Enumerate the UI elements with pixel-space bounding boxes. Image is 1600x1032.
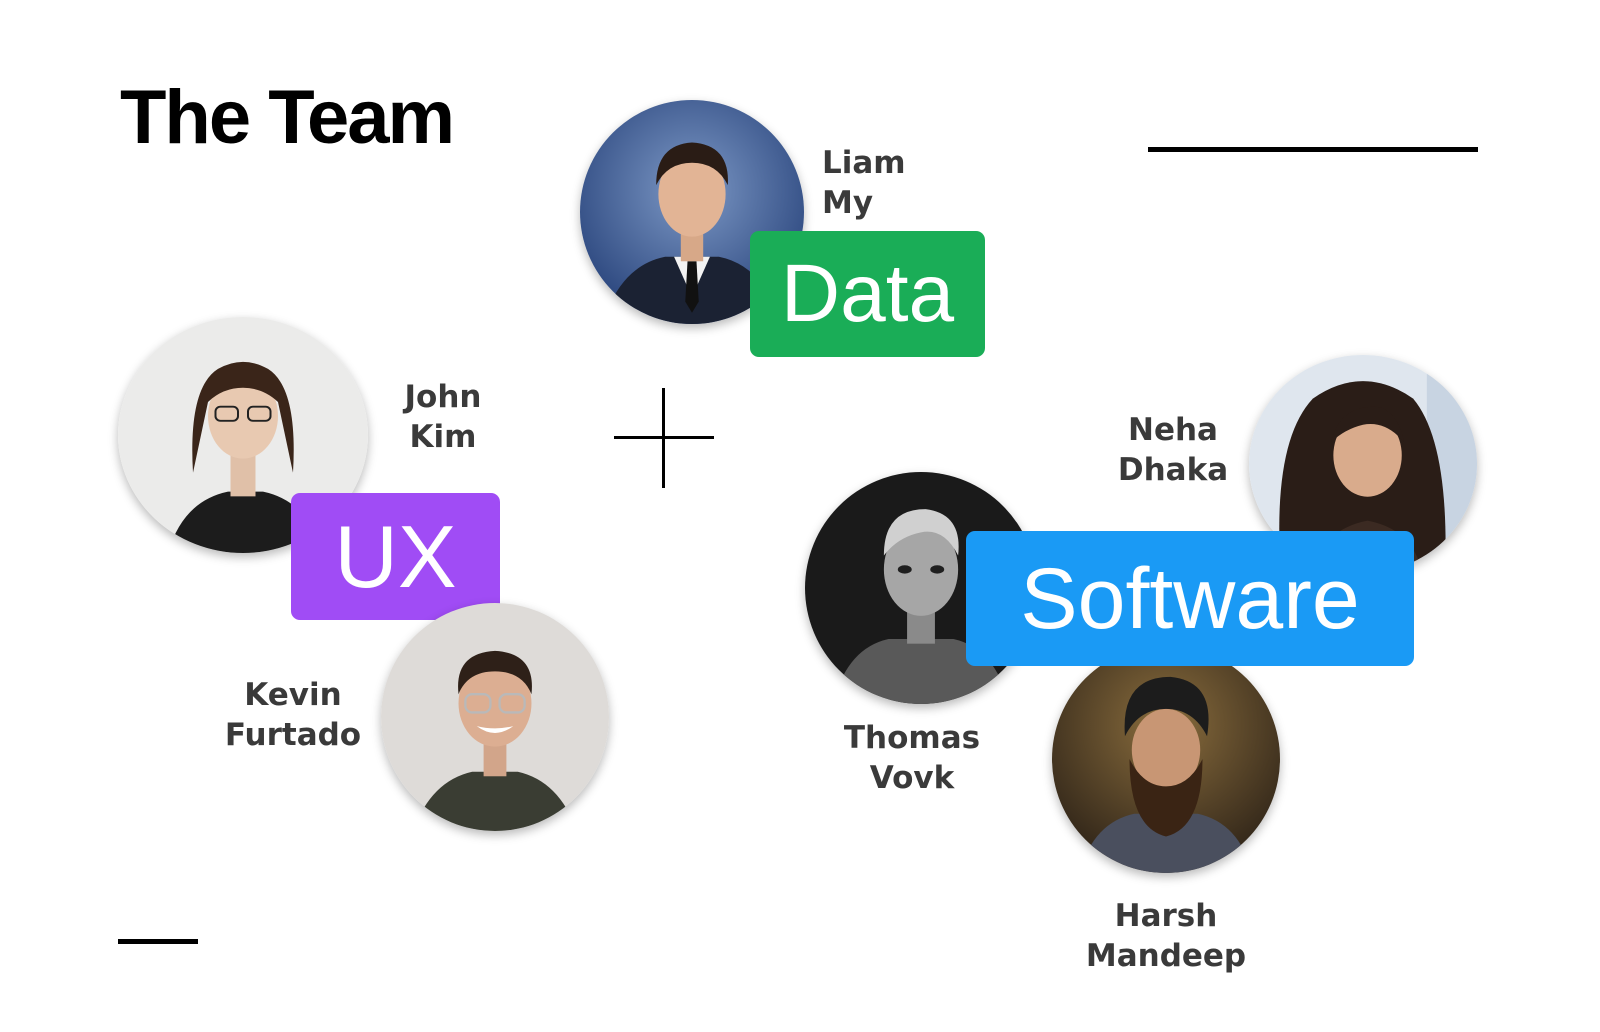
member-last-name: Furtado	[224, 717, 362, 753]
member-last-name: My	[822, 185, 874, 221]
member-first-name: Harsh	[1114, 898, 1218, 934]
member-last-name: Mandeep	[1085, 938, 1247, 974]
avatar-kevin-furtado	[381, 603, 609, 831]
member-first-name: Thomas	[843, 720, 981, 756]
member-last-name: Vovk	[869, 760, 955, 796]
member-name-harsh-mandeep: Harsh Mandeep	[1080, 896, 1252, 976]
team-tag-ux: UX	[291, 493, 500, 620]
avatar-harsh-mandeep	[1052, 645, 1280, 873]
member-last-name: Dhaka	[1117, 452, 1229, 488]
member-name-thomas-vovk: Thomas Vovk	[834, 718, 990, 798]
avatar-liam-my	[580, 100, 804, 324]
member-name-liam-my: Liam My	[822, 143, 906, 223]
member-first-name: Kevin	[244, 677, 342, 713]
member-name-neha-dhaka: Neha Dhaka	[1108, 410, 1238, 490]
plus-cross-icon	[614, 388, 714, 488]
member-first-name: Liam	[822, 145, 906, 181]
member-first-name: John	[404, 379, 482, 415]
member-name-john-kim: John Kim	[384, 377, 502, 457]
member-name-kevin-furtado: Kevin Furtado	[218, 675, 368, 755]
decorative-rule-top	[1148, 147, 1478, 152]
avatar-john-kim	[118, 317, 368, 553]
member-first-name: Neha	[1128, 412, 1218, 448]
decorative-rule-bottom	[118, 939, 198, 944]
team-tag-software: Software	[966, 531, 1414, 666]
member-last-name: Kim	[409, 419, 477, 455]
team-tag-data: Data	[750, 231, 985, 357]
page-title: The Team	[120, 75, 455, 160]
